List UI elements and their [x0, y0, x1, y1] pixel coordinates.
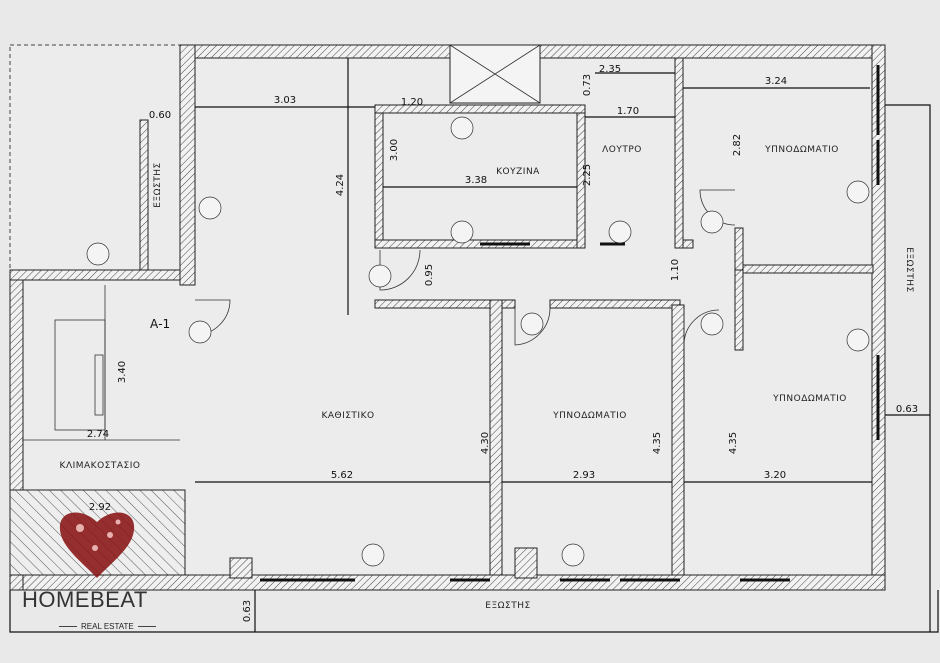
bottom-balcony-outline — [9, 590, 939, 633]
svg-text:4.24: 4.24 — [335, 174, 346, 196]
svg-text:4.35: 4.35 — [728, 432, 739, 454]
svg-text:4.35: 4.35 — [652, 432, 663, 454]
svg-text:2.74: 2.74 — [87, 429, 109, 440]
room-label-bedroom: ΥΠΝΟΔΩΜΑΤΙΟ — [764, 145, 839, 155]
unit-label: Α-1 — [150, 317, 170, 331]
svg-text:0.73: 0.73 — [582, 74, 593, 96]
svg-text:2.92: 2.92 — [89, 502, 111, 513]
room-label-kitchen: ΚΟΥΖΙΝΑ — [496, 167, 540, 177]
height-tags — [86, 116, 870, 567]
dimension-labels: 3.03 1.20 0.60 2.35 0.73 1.70 3.24 3.00 … — [87, 64, 918, 622]
lift-shaft — [449, 44, 541, 104]
windows — [260, 65, 880, 582]
room-label-bedroom: ΥΠΝΟΔΩΜΑΤΙΟ — [772, 394, 847, 404]
svg-text:0.63: 0.63 — [896, 404, 918, 415]
svg-text:3.38: 3.38 — [465, 175, 487, 186]
svg-text:2.82: 2.82 — [732, 134, 743, 156]
svg-text:5.62: 5.62 — [331, 470, 353, 481]
room-label-bathroom: ΛΟΥΤΡΟ — [602, 145, 642, 155]
svg-text:2.25: 2.25 — [582, 164, 593, 186]
brand-name: HOMEBEAT — [22, 587, 148, 612]
svg-text:2.93: 2.93 — [573, 470, 595, 481]
svg-text:3.24: 3.24 — [765, 76, 787, 87]
svg-text:1.70: 1.70 — [617, 106, 639, 117]
dimension-lines — [195, 58, 930, 632]
brand-tagline: REAL ESTATE — [55, 622, 160, 631]
room-label-balcony: ΕΞΩΣΤΗΣ — [485, 601, 530, 611]
room-label-living: ΚΑΘΙΣΤΙΚΟ — [321, 411, 374, 421]
svg-text:3.40: 3.40 — [117, 361, 128, 383]
svg-text:0.63: 0.63 — [242, 600, 253, 622]
svg-text:4.30: 4.30 — [480, 432, 491, 454]
svg-text:1.20: 1.20 — [401, 97, 423, 108]
room-label-balcony: ΕΞΩΣΤΗΣ — [153, 162, 163, 207]
room-label-staircase: ΚΛΙΜΑΚΟΣΤΑΣΙΟ — [60, 461, 141, 471]
svg-text:3.00: 3.00 — [389, 139, 400, 161]
right-balcony-outline — [885, 104, 931, 632]
room-label-bedroom: ΥΠΝΟΔΩΜΑΤΙΟ — [552, 411, 627, 421]
svg-text:3.03: 3.03 — [274, 95, 296, 106]
room-label-balcony: ΕΞΩΣΤΗΣ — [904, 247, 914, 292]
svg-text:2.35: 2.35 — [599, 64, 621, 75]
svg-text:1.10: 1.10 — [670, 259, 681, 281]
svg-text:0.60: 0.60 — [149, 110, 171, 121]
staircase — [22, 285, 180, 441]
svg-text:3.20: 3.20 — [764, 470, 786, 481]
heart-logo — [59, 512, 135, 578]
svg-text:0.95: 0.95 — [424, 264, 435, 286]
